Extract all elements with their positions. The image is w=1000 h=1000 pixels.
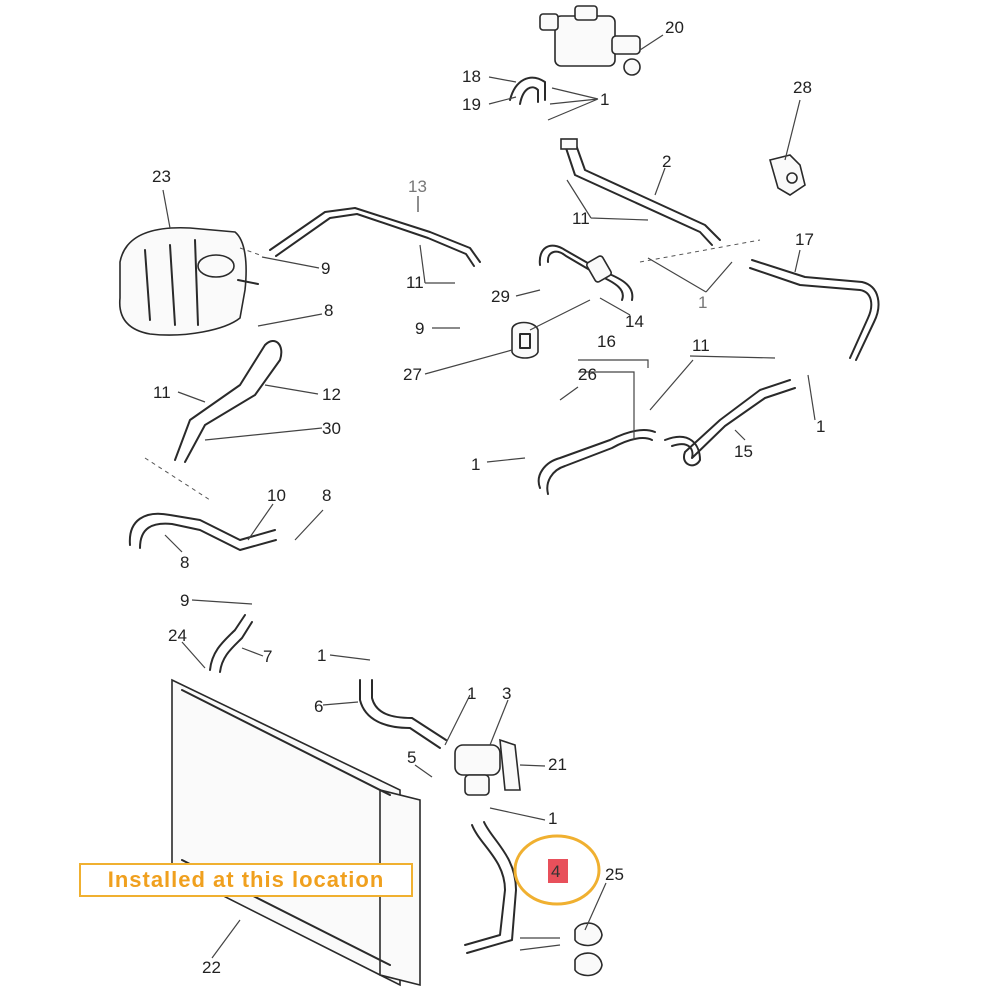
part-label-21: 21 bbox=[548, 755, 567, 774]
clamp-25-part bbox=[574, 922, 603, 947]
part-label-6: 6 bbox=[314, 697, 323, 716]
part-label-2: 2 bbox=[662, 152, 671, 171]
part-label-16: 16 bbox=[597, 332, 616, 351]
part-label-11: 11 bbox=[406, 273, 424, 292]
part-number-labels: 20 18 19 1 28 2 23 13 9 11 11 17 29 1 14… bbox=[152, 18, 825, 977]
part-label-20: 20 bbox=[665, 18, 684, 37]
expansion-tank-part bbox=[119, 226, 259, 336]
part-label-13: 13 bbox=[408, 177, 427, 196]
part-label-11: 11 bbox=[153, 383, 171, 402]
part-label-8: 8 bbox=[322, 486, 331, 505]
part-label-23: 23 bbox=[152, 167, 171, 186]
part-label-11: 11 bbox=[692, 336, 710, 355]
part-label-28: 28 bbox=[793, 78, 812, 97]
part-label-17: 17 bbox=[795, 230, 814, 249]
part-label-14: 14 bbox=[625, 312, 644, 331]
leader-lines bbox=[162, 34, 816, 959]
vent-pipe-part bbox=[269, 207, 481, 263]
part-label-9: 9 bbox=[415, 319, 424, 338]
highlight-circle bbox=[513, 834, 601, 906]
part-label-15: 15 bbox=[734, 442, 753, 461]
hose-14-part bbox=[538, 244, 634, 301]
part-label-19: 19 bbox=[462, 95, 481, 114]
part-label-1: 1 bbox=[548, 809, 557, 828]
part-label-9: 9 bbox=[180, 591, 189, 610]
part-label-7: 7 bbox=[263, 647, 272, 666]
installation-callout-text: Installed at this location bbox=[107, 867, 385, 892]
part-label-29: 29 bbox=[491, 287, 510, 306]
part-label-4: 4 bbox=[551, 862, 560, 881]
part-label-8: 8 bbox=[180, 553, 189, 572]
part-label-10: 10 bbox=[267, 486, 286, 505]
hose-6-part bbox=[359, 679, 441, 749]
part-label-18: 18 bbox=[462, 67, 481, 86]
hose-10-part bbox=[128, 512, 276, 546]
part-label-30: 30 bbox=[322, 419, 341, 438]
parts-artwork bbox=[119, 5, 880, 987]
part-label-1: 1 bbox=[816, 417, 825, 436]
part-label-9: 9 bbox=[321, 259, 330, 278]
thermostat-housing-part bbox=[539, 5, 641, 76]
small-hose-part bbox=[509, 76, 546, 101]
part-label-24: 24 bbox=[168, 626, 187, 645]
part-label-1: 1 bbox=[600, 90, 609, 109]
part-label-22: 22 bbox=[202, 958, 221, 977]
hose-15-part bbox=[664, 379, 791, 467]
part-label-12: 12 bbox=[322, 385, 341, 404]
part-label-8: 8 bbox=[324, 301, 333, 320]
part-label-27: 27 bbox=[403, 365, 422, 384]
coolant-pipe-part bbox=[560, 138, 721, 246]
highlight-part-4: 4 bbox=[513, 834, 601, 906]
hose-17-part bbox=[749, 267, 873, 359]
installation-callout-box: Installed at this location bbox=[79, 863, 413, 897]
part-label-1: 1 bbox=[471, 455, 480, 474]
grommet-part bbox=[511, 321, 539, 359]
hose-16-part bbox=[537, 429, 656, 489]
hose-7-part bbox=[209, 614, 246, 671]
part-label-1: 1 bbox=[698, 293, 707, 312]
pipe-12-part bbox=[174, 340, 283, 463]
part-label-3: 3 bbox=[502, 684, 511, 703]
part-label-26: 26 bbox=[578, 365, 597, 384]
hose-4-part bbox=[464, 824, 506, 946]
bracket-21-part bbox=[499, 738, 521, 791]
highlight-marker bbox=[548, 859, 568, 883]
relation-lines bbox=[144, 239, 761, 501]
part-label-1: 1 bbox=[467, 684, 476, 703]
part-label-1: 1 bbox=[317, 646, 326, 665]
part-label-25: 25 bbox=[605, 865, 624, 884]
part-label-5: 5 bbox=[407, 748, 416, 767]
radiator-part bbox=[171, 678, 421, 987]
part-label-11: 11 bbox=[572, 209, 590, 228]
pump-part bbox=[454, 744, 501, 796]
